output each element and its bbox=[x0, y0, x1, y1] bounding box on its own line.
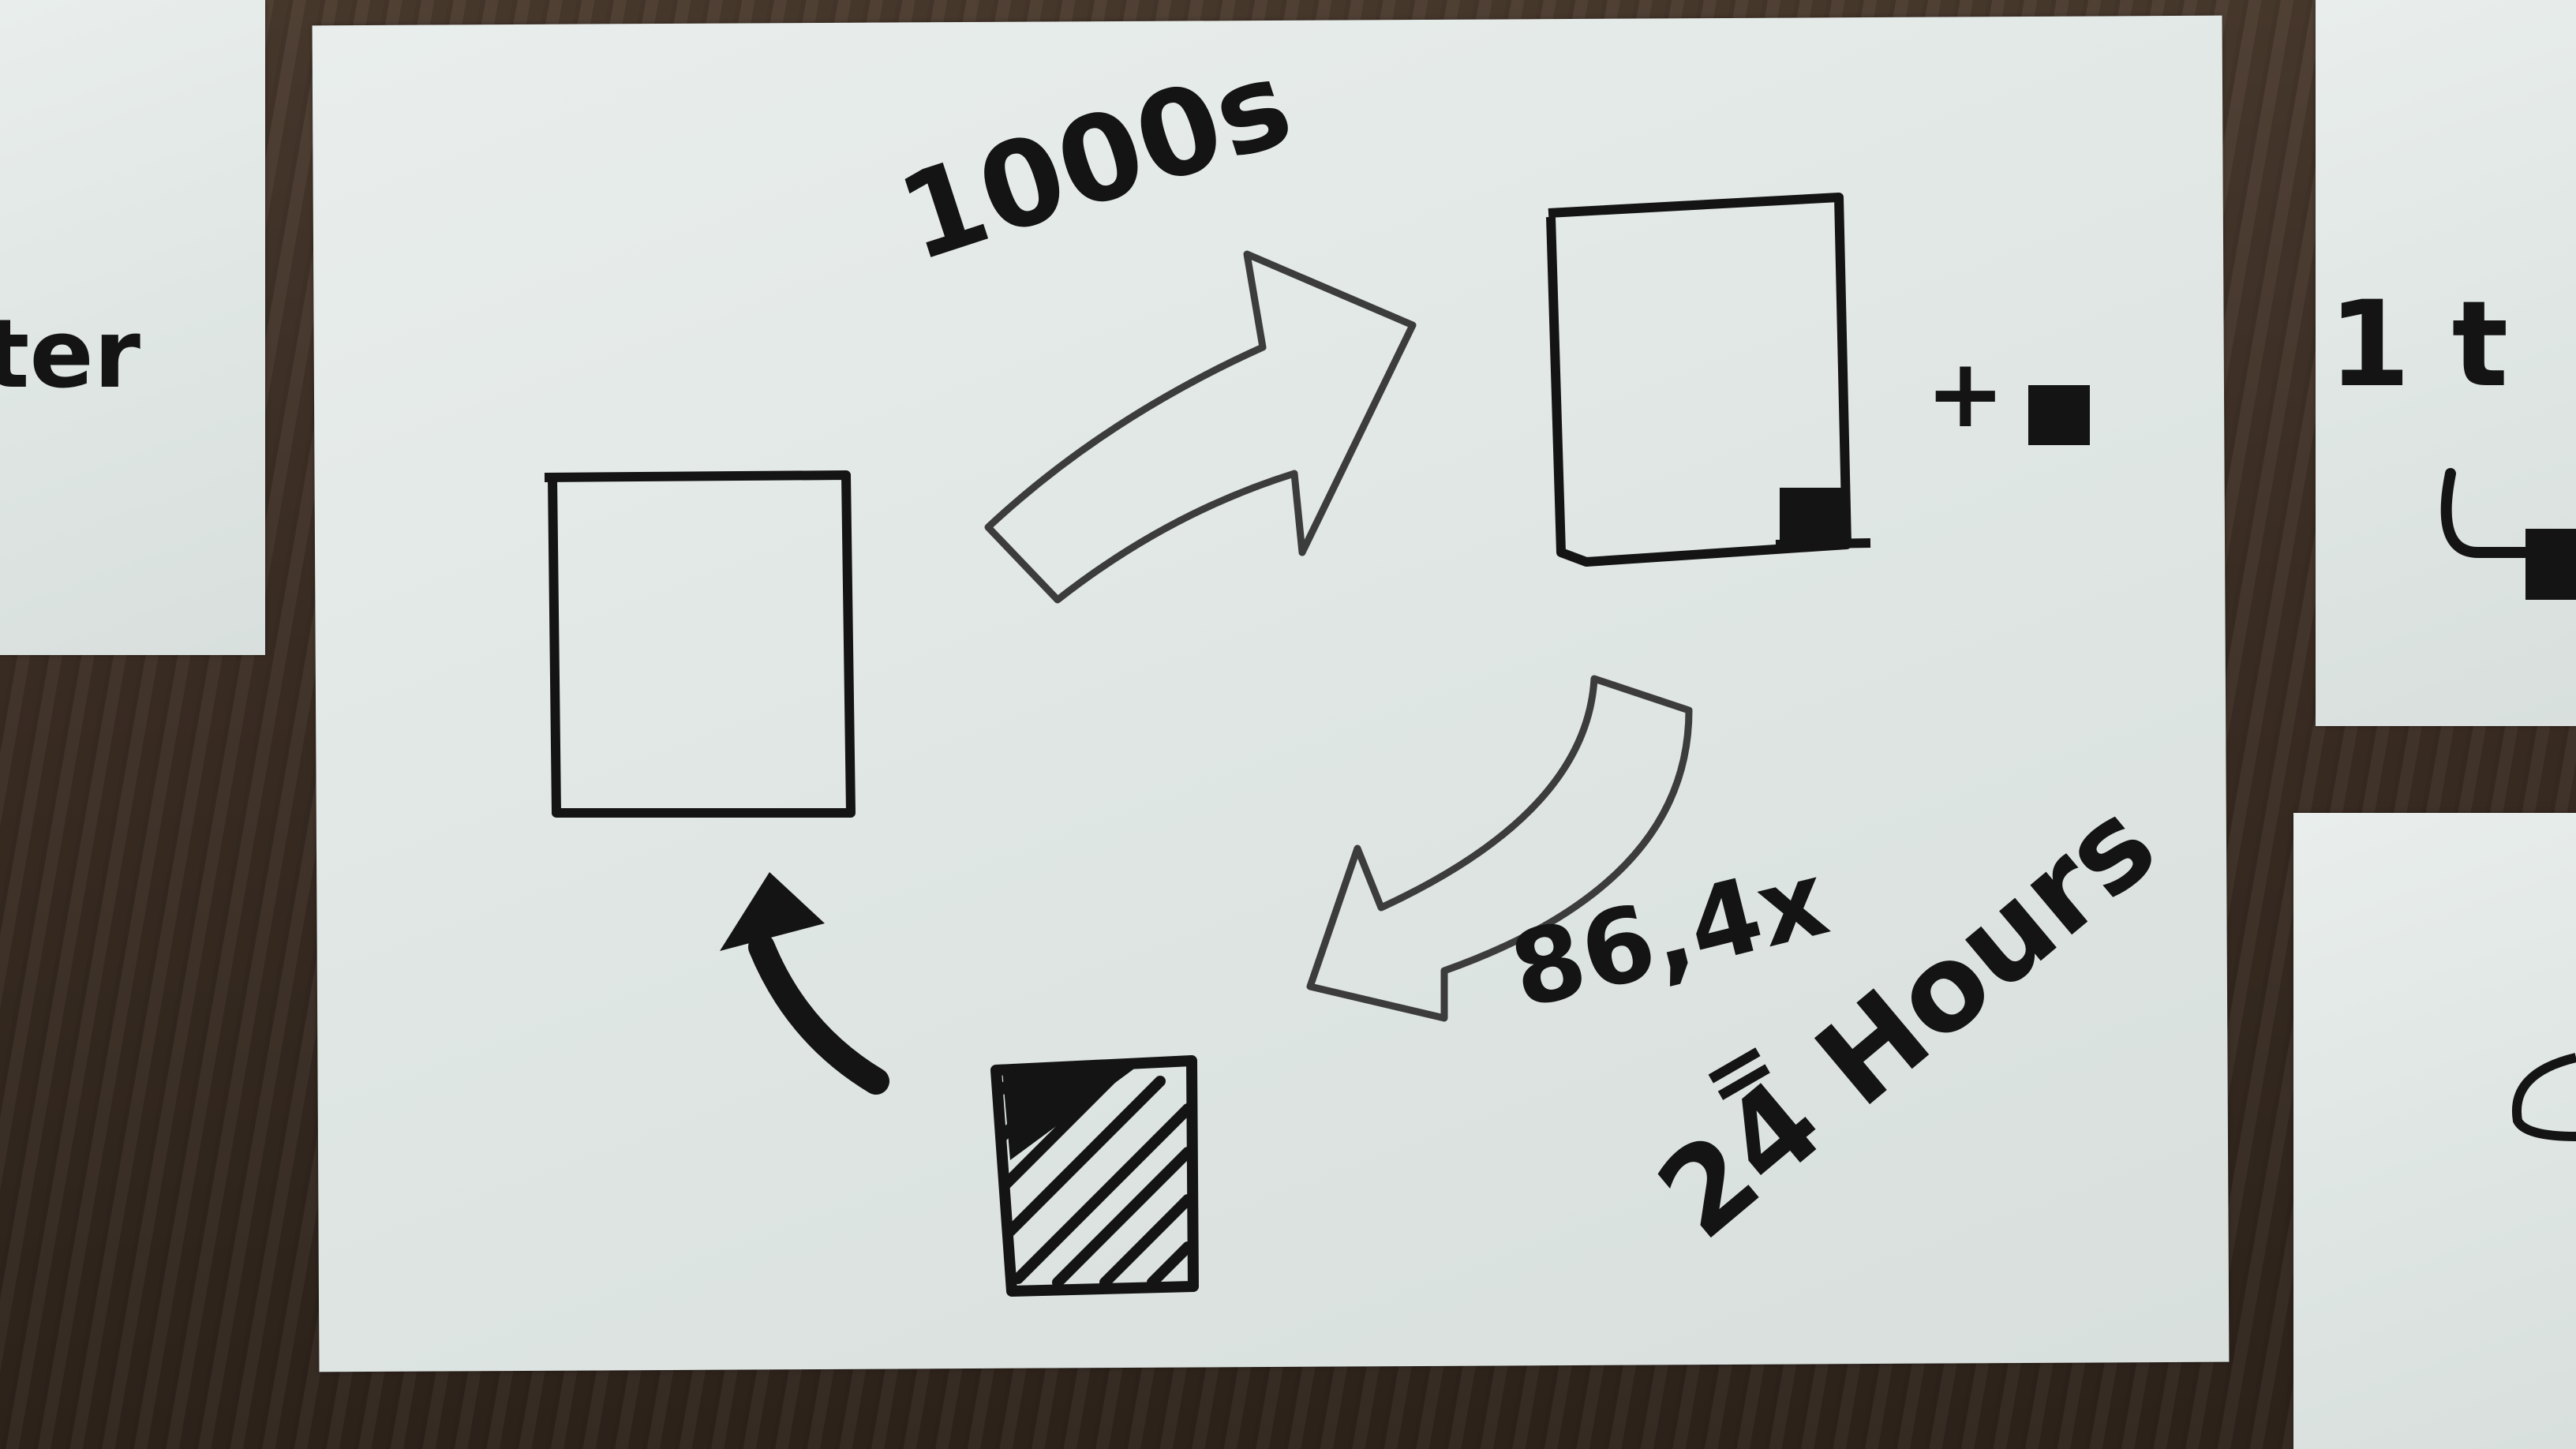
hollow-arrow-top bbox=[984, 250, 1417, 604]
square-base-extension bbox=[1775, 538, 1871, 549]
right-card-handwriting: 1 t bbox=[2328, 276, 2509, 414]
small-filled-block bbox=[2028, 385, 2090, 445]
left-card-handwriting: ter bbox=[0, 300, 140, 410]
left-paper-card bbox=[0, 0, 265, 655]
square-top-right bbox=[1546, 193, 1852, 567]
hatch-solid-corner bbox=[1002, 1067, 1136, 1160]
hollow-arrow-bottom bbox=[1306, 675, 1693, 1022]
solid-arrowhead bbox=[720, 872, 825, 951]
right-top-paper-card bbox=[2316, 0, 2576, 726]
hatched-square bbox=[990, 1055, 1199, 1297]
empty-square-left bbox=[544, 470, 856, 818]
filled-corner-block bbox=[1780, 488, 1843, 543]
plus-label: + bbox=[1926, 339, 2005, 449]
right-card-arrowhead bbox=[2525, 529, 2576, 600]
right-bottom-card-curve bbox=[2511, 1053, 2576, 1141]
right-card-hook-arrow bbox=[2440, 468, 2539, 558]
solid-curved-arrow bbox=[748, 934, 889, 1095]
